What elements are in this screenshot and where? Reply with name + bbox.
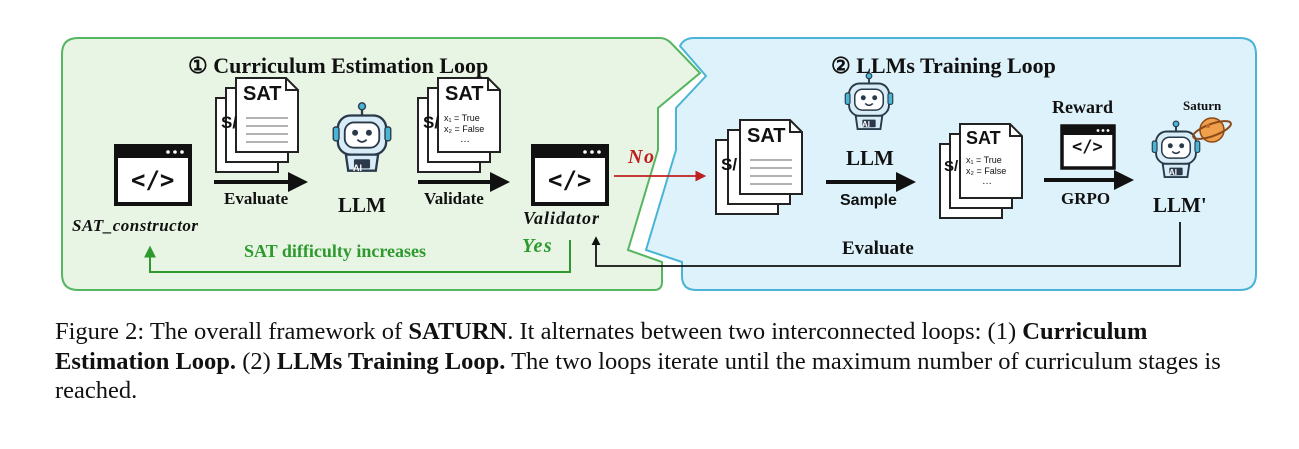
sat-constructor-label: SAT_constructor [72,216,199,235]
sat-doc-stack-1 [215,77,299,173]
doc4-front-label: SAT [966,128,1001,148]
sat-constructor-icon [114,144,192,206]
doc1-front-label: SAT [243,83,282,105]
doc1-back-label: S/ [221,113,238,132]
doc2-dots: … [460,134,470,145]
difficulty-label: SAT difficulty increases [244,241,427,261]
doc4-back-label: S/ [944,158,959,175]
caption-mid2: (2) [236,347,277,375]
llm2-label: LLM [846,146,894,170]
robot1-ai-badge: AI [353,163,362,173]
evaluate-return-label: Evaluate [842,238,914,259]
training-loop-title: ② LLMs Training Loop [831,53,1056,78]
llm-label: LLM [338,193,386,217]
saturn-label: Saturn [1183,98,1222,113]
doc2-line2: x₂ = False [444,124,485,134]
sample-label: Sample [840,192,897,209]
robot3-ai-badge: AI [1169,168,1177,177]
doc4-line1: x₁ = True [966,155,1002,165]
doc2-line1: x₁ = True [444,113,480,123]
saturn-icon [1192,117,1232,143]
difficulty-feedback-arrow [144,240,571,273]
robot2-ai-badge: AI [862,120,870,129]
doc4-line2: x₂ = False [966,166,1007,176]
doc2-front-label: SAT [445,83,484,105]
validator-code-symbol: </> [548,166,592,194]
framework-diagram: ① Curriculum Estimation Loop </> Evaluat… [61,37,1257,291]
yes-label: Yes [522,235,554,257]
evaluate-label: Evaluate [224,189,289,208]
curriculum-loop-title: ① Curriculum Estimation Loop [188,53,489,78]
figure-caption: Figure 2: The overall framework of SATUR… [55,317,1250,406]
caption-framework-name: SATURN [408,318,508,345]
caption-loop1: Curriculum Estimation Loop. [55,318,1148,375]
validator-icon [531,144,609,206]
caption-prefix: Figure 2: The overall framework of [55,318,409,345]
diagram-graphics [61,37,1257,291]
reward-code-symbol: </> [1072,137,1103,157]
caption-loop2: LLMs Training Loop. [276,347,506,375]
reward-label: Reward [1052,97,1113,117]
doc3-front-label: SAT [747,125,786,147]
doc3-back-label: S/ [721,155,738,174]
no-label: No [628,146,656,168]
grpo-label: GRPO [1061,189,1111,208]
doc4-dots: … [982,176,992,187]
validator-label: Validator [523,208,601,228]
caption-suffix: The two loops iterate until the maximum … [55,347,1221,405]
caption-middle: . It alternates between two interconnect… [507,318,1023,345]
reward-icon [1060,124,1116,170]
evaluate-return-arrow [591,222,1181,267]
sat-doc-stack-3 [715,119,803,215]
doc2-back-label: S/ [423,113,440,132]
constructor-code-symbol: </> [131,166,175,194]
validate-label: Validate [424,189,484,208]
llm-prime-label: LLM' [1153,193,1207,217]
